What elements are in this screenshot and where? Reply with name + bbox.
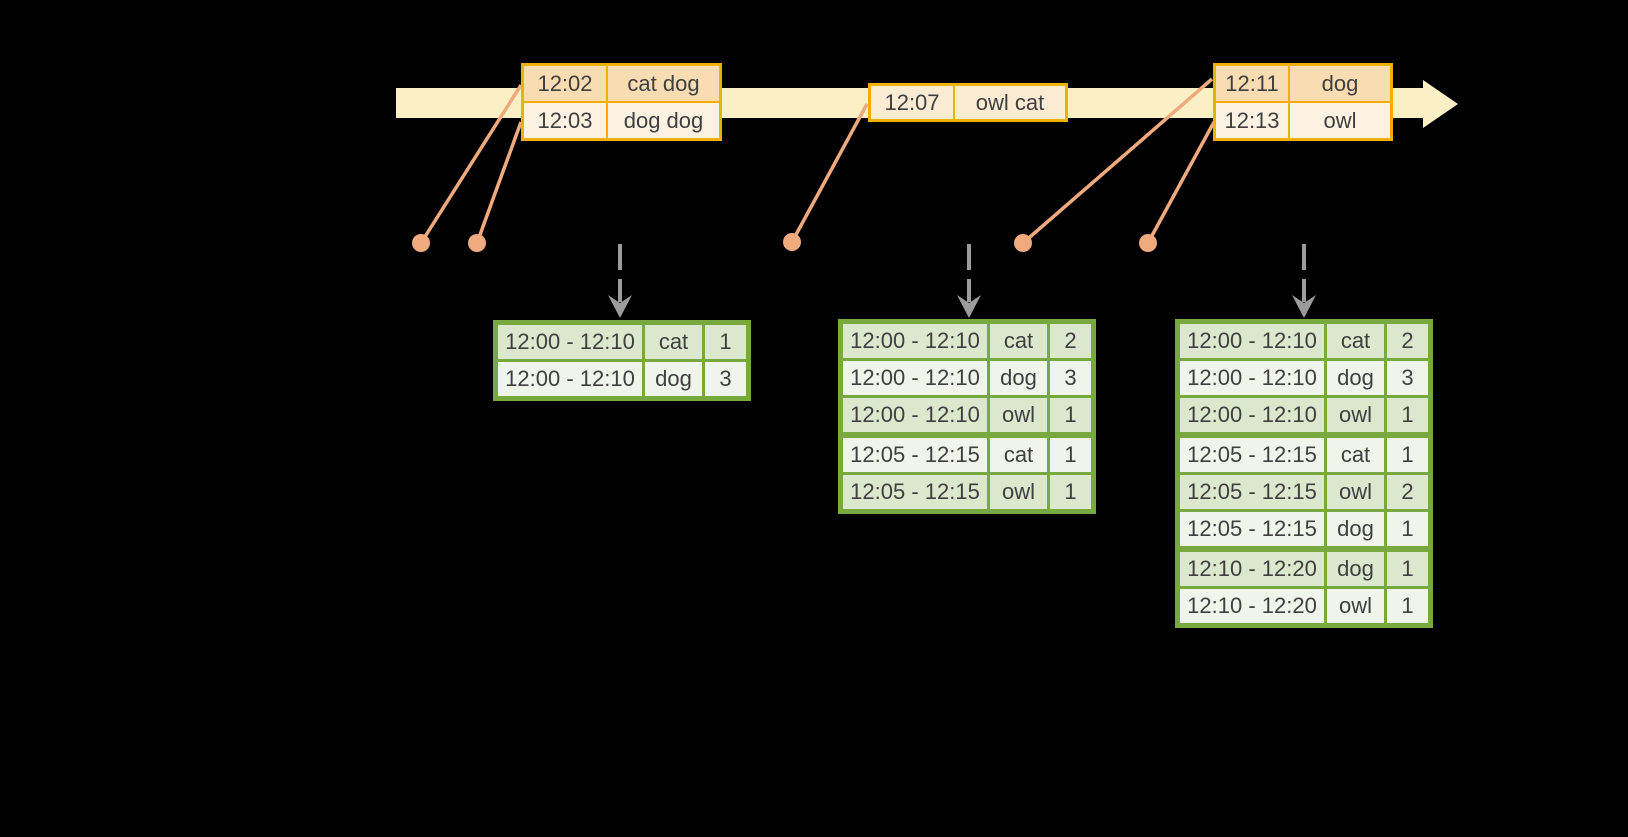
count-cell: 3	[705, 362, 746, 396]
trigger-arrow-icon	[1292, 295, 1316, 318]
count-cell: 2	[1387, 324, 1428, 358]
event-time: 12:07	[871, 86, 955, 119]
word-cell: cat	[990, 324, 1047, 358]
count-cell: 3	[1387, 361, 1428, 395]
table-row: 12:00 - 12:10 cat 1	[498, 325, 746, 359]
window-cell: 12:10 - 12:20	[1180, 589, 1324, 623]
event-time: 12:13	[1216, 103, 1290, 138]
window-cell: 12:00 - 12:10	[498, 325, 642, 359]
table-row: 12:00 - 12:10 dog 3	[498, 362, 746, 396]
event-row: 12:11 dog	[1216, 66, 1390, 101]
window-cell: 12:00 - 12:10	[498, 362, 642, 396]
table-row: 12:05 - 12:15 cat 1	[1180, 438, 1428, 472]
word-cell: owl	[1327, 475, 1384, 509]
event-row: 12:02 cat dog	[524, 66, 719, 101]
table-row: 12:00 - 12:10 dog 3	[843, 361, 1091, 395]
event-words: owl	[1290, 103, 1390, 138]
window-cell: 12:00 - 12:10	[843, 324, 987, 358]
table-row: 12:05 - 12:15 cat 1	[843, 438, 1091, 472]
count-cell: 1	[1050, 398, 1091, 432]
count-cell: 1	[1387, 552, 1428, 586]
count-cell: 1	[1050, 438, 1091, 472]
word-cell: dog	[1327, 361, 1384, 395]
window-cell: 12:00 - 12:10	[843, 398, 987, 432]
trigger-arrow-icon	[957, 295, 981, 318]
event-words: dog	[1290, 66, 1390, 101]
word-cell: cat	[645, 325, 702, 359]
table-row: 12:05 - 12:15 owl 1	[843, 475, 1091, 509]
event-dot-icon	[1139, 234, 1157, 252]
event-words: owl cat	[955, 86, 1065, 119]
word-cell: cat	[990, 438, 1047, 472]
word-cell: owl	[1327, 398, 1384, 432]
table-row: 12:00 - 12:10 owl 1	[843, 398, 1091, 432]
event-box-2: 12:07 owl cat	[868, 83, 1068, 122]
result-table-2: 12:00 - 12:10 cat 2 12:00 - 12:10 dog 3 …	[838, 319, 1096, 514]
table-row: 12:00 - 12:10 owl 1	[1180, 398, 1428, 432]
window-cell: 12:05 - 12:15	[1180, 475, 1324, 509]
word-cell: dog	[1327, 512, 1384, 546]
window-cell: 12:00 - 12:10	[1180, 324, 1324, 358]
word-cell: dog	[1327, 552, 1384, 586]
window-cell: 12:05 - 12:15	[843, 438, 987, 472]
event-row: 12:07 owl cat	[871, 86, 1065, 119]
window-cell: 12:00 - 12:10	[1180, 361, 1324, 395]
table-row: 12:00 - 12:10 cat 2	[1180, 324, 1428, 358]
window-cell: 12:00 - 12:10	[843, 361, 987, 395]
word-cell: owl	[990, 398, 1047, 432]
result-table-1: 12:00 - 12:10 cat 1 12:00 - 12:10 dog 3	[493, 320, 751, 401]
word-cell: dog	[645, 362, 702, 396]
result-table-3: 12:00 - 12:10 cat 2 12:00 - 12:10 dog 3 …	[1175, 319, 1433, 628]
count-cell: 2	[1050, 324, 1091, 358]
count-cell: 1	[1387, 438, 1428, 472]
event-box-1: 12:02 cat dog 12:03 dog dog	[521, 63, 722, 141]
trigger-arrow-icon	[608, 295, 632, 318]
event-connector-line	[419, 84, 523, 244]
table-row: 12:00 - 12:10 cat 2	[843, 324, 1091, 358]
event-dot-icon	[412, 234, 430, 252]
event-connector-line	[1146, 121, 1216, 244]
timeline-arrowhead-icon	[1423, 80, 1458, 128]
event-words: cat dog	[608, 66, 719, 101]
event-row: 12:13 owl	[1216, 101, 1390, 138]
word-cell: cat	[1327, 438, 1384, 472]
count-cell: 1	[1387, 589, 1428, 623]
event-dot-icon	[1014, 234, 1032, 252]
event-connector-line	[475, 121, 523, 244]
window-cell: 12:05 - 12:15	[843, 475, 987, 509]
event-time: 12:11	[1216, 66, 1290, 101]
table-row: 12:05 - 12:15 dog 1	[1180, 512, 1428, 546]
event-connector-line	[1021, 77, 1214, 245]
event-words: dog dog	[608, 103, 719, 138]
event-dot-icon	[783, 233, 801, 251]
count-cell: 1	[1387, 398, 1428, 432]
count-cell: 3	[1050, 361, 1091, 395]
table-row: 12:10 - 12:20 owl 1	[1180, 589, 1428, 623]
event-box-3: 12:11 dog 12:13 owl	[1213, 63, 1393, 141]
count-cell: 1	[705, 325, 746, 359]
word-cell: dog	[990, 361, 1047, 395]
table-row: 12:10 - 12:20 dog 1	[1180, 552, 1428, 586]
word-cell: owl	[1327, 589, 1384, 623]
window-cell: 12:05 - 12:15	[1180, 512, 1324, 546]
window-cell: 12:00 - 12:10	[1180, 398, 1324, 432]
count-cell: 2	[1387, 475, 1428, 509]
word-cell: owl	[990, 475, 1047, 509]
event-dot-icon	[468, 234, 486, 252]
event-time: 12:03	[524, 103, 608, 138]
event-connector-line	[790, 103, 869, 243]
table-row: 12:05 - 12:15 owl 2	[1180, 475, 1428, 509]
count-cell: 1	[1050, 475, 1091, 509]
window-cell: 12:05 - 12:15	[1180, 438, 1324, 472]
count-cell: 1	[1387, 512, 1428, 546]
table-row: 12:00 - 12:10 dog 3	[1180, 361, 1428, 395]
window-cell: 12:10 - 12:20	[1180, 552, 1324, 586]
event-time: 12:02	[524, 66, 608, 101]
event-row: 12:03 dog dog	[524, 101, 719, 138]
word-cell: cat	[1327, 324, 1384, 358]
